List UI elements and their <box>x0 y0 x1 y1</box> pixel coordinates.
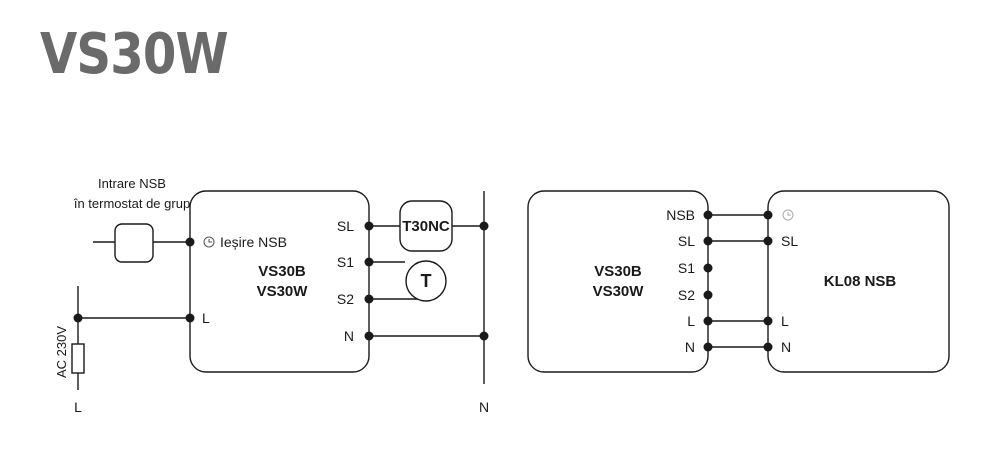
vs30-device-box-right <box>527 190 709 373</box>
bus-top-dot <box>479 221 489 231</box>
s2-dot <box>364 294 374 304</box>
module-nsb-dot <box>763 210 773 220</box>
nsb-input-label-2: în termostat de grup <box>73 196 190 211</box>
page-title: VS30W <box>40 22 229 87</box>
nsb-input-label-1: Intrare NSB <box>98 176 166 191</box>
n-dot <box>364 331 374 341</box>
l-right-dot <box>703 316 713 326</box>
module-l-dot <box>763 316 773 326</box>
n-right-dot <box>703 342 713 352</box>
terminal-s1-right-label: S1 <box>678 260 695 276</box>
t30nc-box <box>399 200 453 252</box>
terminal-l-right-label: L <box>687 313 695 329</box>
s1-dot <box>364 257 374 267</box>
terminal-s1-label: S1 <box>337 254 354 270</box>
clock-icon <box>203 236 215 248</box>
terminal-s2-label: S2 <box>337 291 354 307</box>
module-n-dot <box>763 342 773 352</box>
terminal-sl-label: SL <box>337 218 354 234</box>
module-l-label: L <box>781 313 789 329</box>
module-n-label: N <box>781 339 791 355</box>
output-nsb-label: Ieșire NSB <box>220 234 287 250</box>
module-sl-dot <box>763 236 773 246</box>
l-terminal-dot <box>185 313 195 323</box>
module-sl-label: SL <box>781 233 798 249</box>
s1-right-dot <box>703 263 713 273</box>
terminal-sl-right-label: SL <box>678 233 695 249</box>
s2-right-dot <box>703 290 713 300</box>
module-name: KL08 NSB <box>824 273 897 290</box>
t30nc-label: T30NC <box>402 218 450 235</box>
sl-right-dot <box>703 236 713 246</box>
right-diagram: VS30B VS30W NSB SL S1 S2 L N SL L N KL08… <box>527 190 950 373</box>
sl-dot <box>364 221 374 231</box>
supply-voltage-label: AC 230V <box>54 326 69 378</box>
output-terminal-dot <box>185 237 195 247</box>
supply-l-label: L <box>74 399 82 415</box>
fuse-symbol <box>71 343 85 374</box>
terminal-nsb-label: NSB <box>666 207 695 223</box>
terminal-l-label: L <box>202 310 210 326</box>
vs30-device-box <box>189 190 370 373</box>
group-thermostat-box <box>114 223 154 263</box>
supply-junction-dot <box>73 313 83 323</box>
terminal-s2-right-label: S2 <box>678 287 695 303</box>
clock-icon <box>782 209 794 221</box>
kl08-module-box <box>767 190 950 373</box>
terminal-n-right-label: N <box>685 339 695 355</box>
device-name-2: VS30W <box>257 283 309 300</box>
left-diagram: Intrare NSB în termostat de grup AC 230V… <box>54 176 489 415</box>
device-name-1: VS30B <box>258 263 306 280</box>
device-name-right-2: VS30W <box>593 283 645 300</box>
neutral-n-label: N <box>479 399 489 415</box>
temperature-sensor-label: T <box>421 271 432 291</box>
nsb-dot <box>703 210 713 220</box>
bus-bottom-dot <box>479 331 489 341</box>
device-name-right-1: VS30B <box>594 263 642 280</box>
temperature-sensor-circle <box>405 260 447 302</box>
terminal-n-label: N <box>344 328 354 344</box>
